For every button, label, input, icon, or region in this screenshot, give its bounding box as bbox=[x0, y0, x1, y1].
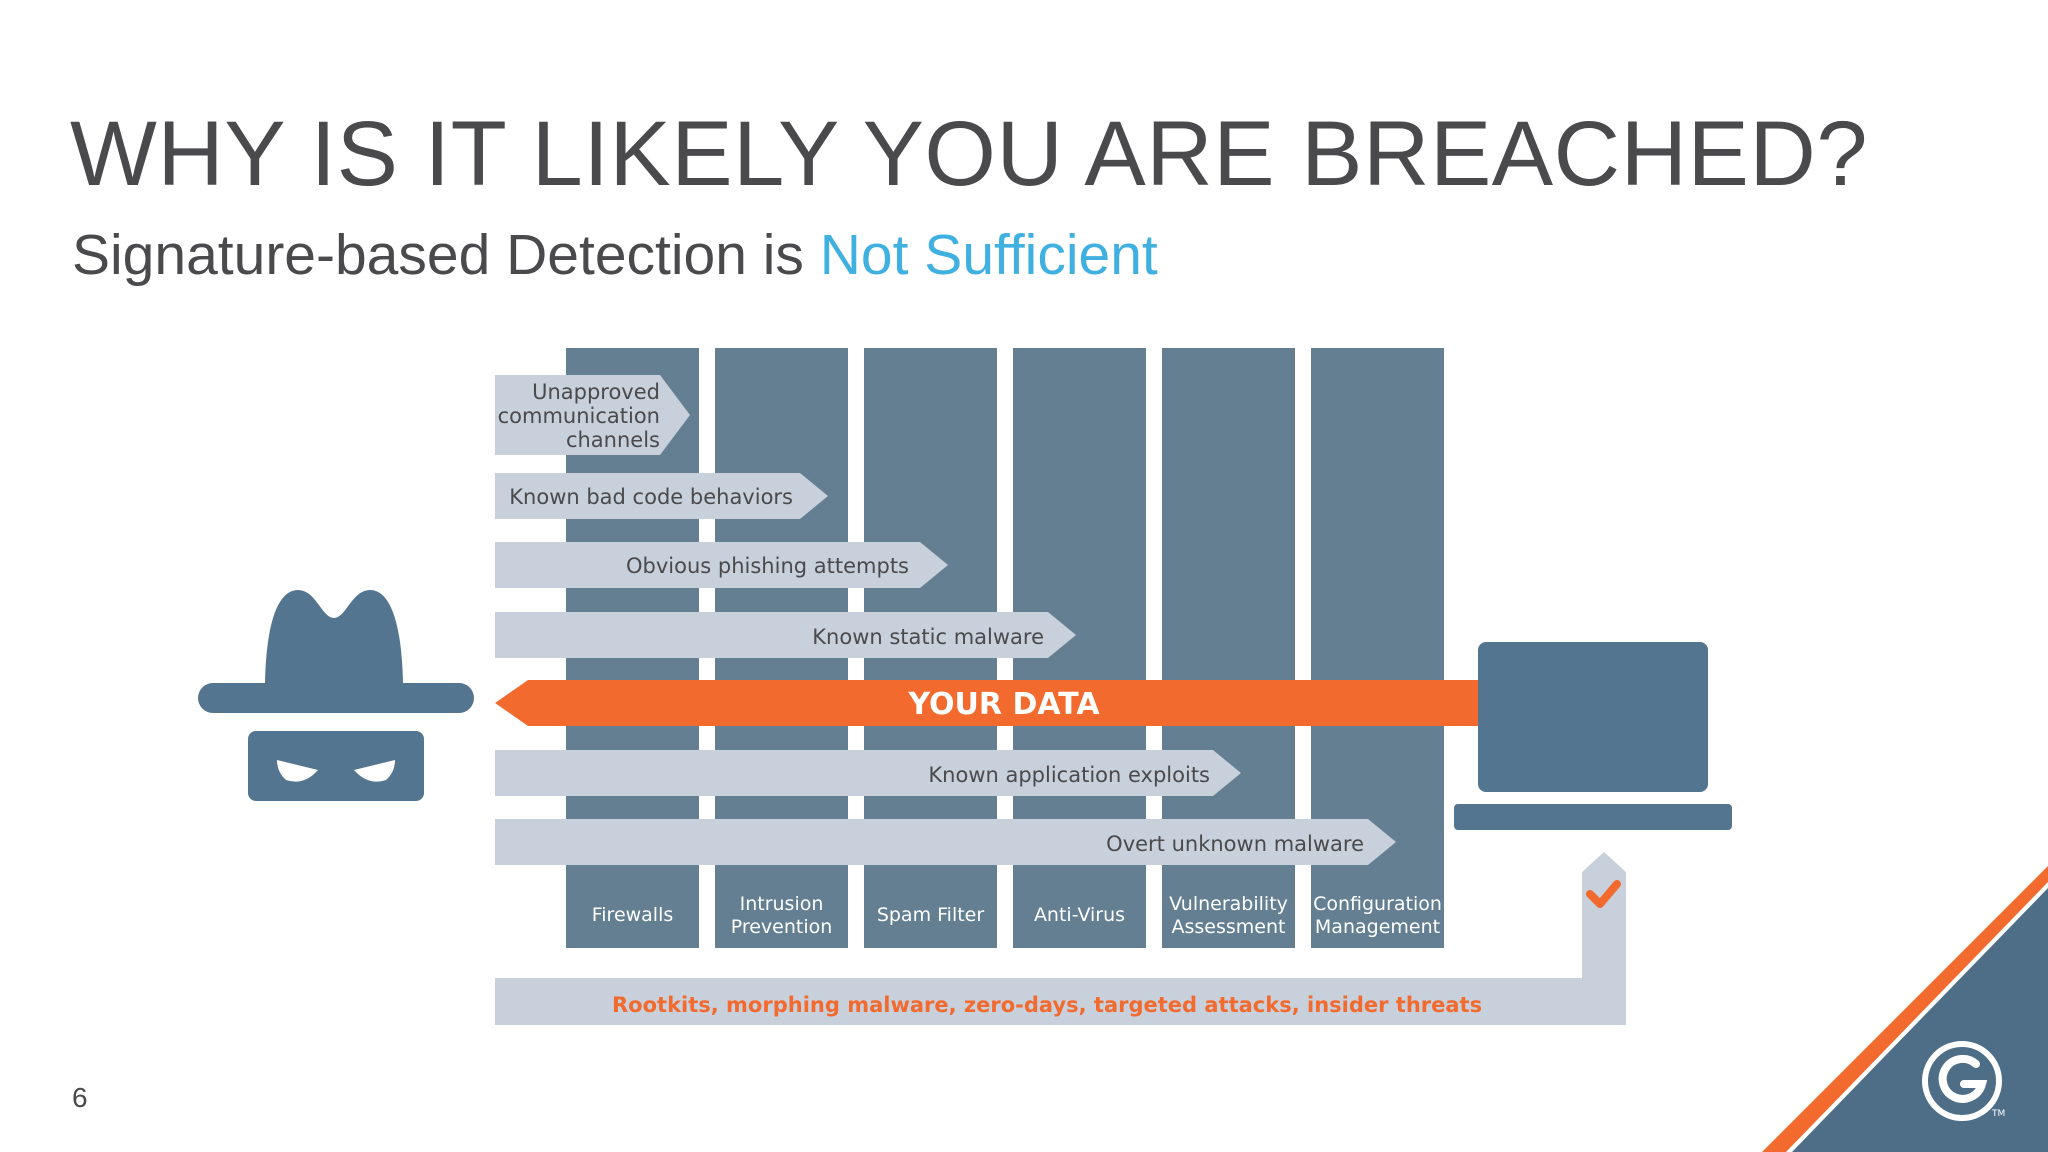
column-label: Configuration bbox=[1313, 893, 1442, 915]
corner-panel bbox=[1792, 888, 2048, 1152]
column-label: Prevention bbox=[731, 916, 833, 938]
checkmark-icon bbox=[1586, 880, 1621, 908]
column-label: Intrusion bbox=[740, 893, 824, 915]
laptop-icon bbox=[1454, 642, 1732, 830]
threat-label: Known application exploits bbox=[928, 763, 1210, 787]
threat-arrow bbox=[495, 473, 828, 519]
threat-arrow bbox=[495, 750, 1241, 796]
svg-text:TM: TM bbox=[1991, 1109, 2005, 1119]
column-label: Firewalls bbox=[592, 904, 674, 926]
corner-stripe bbox=[1762, 866, 2048, 1152]
column-label: Assessment bbox=[1172, 916, 1286, 938]
threat-label: Known static malware bbox=[812, 625, 1044, 649]
company-logo-icon: TM bbox=[1922, 1041, 2005, 1121]
spy-icon bbox=[198, 590, 474, 801]
your-data-arrow bbox=[495, 680, 1480, 726]
threat-arrows-group bbox=[495, 375, 1396, 865]
corner-decoration: TM bbox=[1762, 866, 2048, 1152]
threat-label: Overt unknown malware bbox=[1106, 832, 1364, 856]
threat-arrow bbox=[495, 612, 1076, 658]
threat-label: Obvious phishing attempts bbox=[626, 554, 909, 578]
column-label: Spam Filter bbox=[877, 904, 985, 926]
threat-arrow bbox=[495, 542, 948, 588]
bypass-arrow bbox=[495, 852, 1626, 1025]
threat-arrow bbox=[495, 819, 1396, 865]
column-label: Vulnerability bbox=[1169, 893, 1288, 915]
threat-label: Known bad code behaviors bbox=[509, 485, 793, 509]
column-label: Management bbox=[1315, 916, 1440, 938]
slide-title: WHY IS IT LIKELY YOU ARE BREACHED? bbox=[70, 103, 1869, 205]
slide-subtitle: Signature-based Detection is Not Suffici… bbox=[72, 224, 1158, 287]
column-label: Anti-Virus bbox=[1034, 904, 1125, 926]
bypass-label: Rootkits, morphing malware, zero-days, t… bbox=[612, 993, 1482, 1017]
subtitle-prefix: Signature-based Detection is bbox=[72, 223, 820, 287]
threat-label: communication bbox=[498, 404, 660, 428]
your-data-label: YOUR DATA bbox=[907, 687, 1100, 722]
threat-label: channels bbox=[566, 428, 660, 452]
threat-label: Unapproved bbox=[532, 380, 660, 404]
subtitle-highlight: Not Sufficient bbox=[819, 223, 1158, 287]
page-number: 6 bbox=[72, 1082, 88, 1113]
threat-arrow bbox=[495, 375, 690, 455]
